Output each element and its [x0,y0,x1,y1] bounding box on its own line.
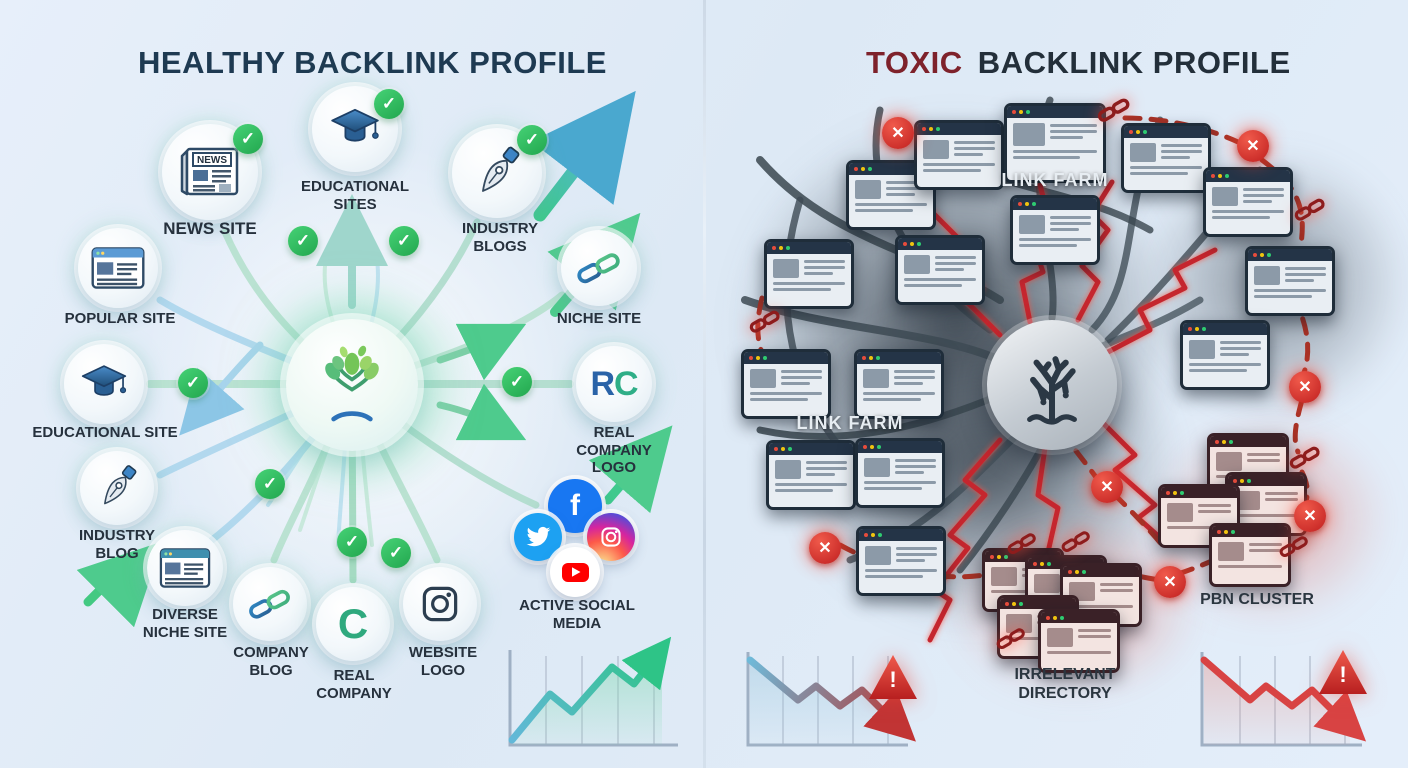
directory-window-icon [1038,609,1120,673]
real-company-label: REAL COMPANY [316,667,392,702]
niche-site-label: NICHE SITE [556,310,642,327]
toxic-title: TOXIC BACKLINK PROFILE [866,45,1291,81]
broken-chain-icon [994,626,1028,656]
healthy-title: HEALTHY BACKLINK PROFILE [138,44,607,80]
instagram-icon [587,513,635,561]
zigzag-growth-arrow [76,541,163,628]
facebook-f: f [570,489,580,522]
real-company-logo-label: REAL COMPANY LOGO [576,424,652,477]
cross-icon: ✕ [1237,130,1269,162]
cross-icon: ✕ [1289,371,1321,403]
panel-divider [703,0,706,768]
warning-triangle-icon: ! [869,655,917,699]
industry-blog-node [80,451,154,525]
pbn-cluster-label: PBN CLUSTER [1200,591,1314,608]
browser-window-icon [895,235,985,305]
niche-site-node [561,230,637,306]
browser-window-icon [1010,195,1100,265]
industry-blog-label: INDUSTRY BLOG [78,527,156,562]
company-c-logo: C [337,600,369,647]
dead-tree-icon [1027,356,1077,425]
youtube-icon [550,547,600,597]
toxic-title-rest: BACKLINK PROFILE [977,44,1291,80]
popular-site-node [78,228,158,308]
twitter-icon [514,513,562,561]
company-blog-node [233,567,307,641]
company-blog-label: COMPANY BLOG [233,644,309,679]
check-icon: ✓ [389,226,419,256]
broken-chain-icon [1059,529,1093,559]
growth-chart [508,636,678,747]
cross-icon: ✕ [1154,566,1186,598]
educational-sites-label: EDUCATIONAL SITES [300,178,410,213]
broken-chain-icon [1005,531,1039,561]
broken-chain-icon [1292,196,1328,228]
check-icon: ✓ [288,226,318,256]
cross-icon: ✕ [1294,500,1326,532]
browser-window-icon [855,438,945,508]
cross-icon: ✕ [1091,471,1123,503]
camera-logo-icon [422,586,458,622]
industry-blogs-label: INDUSTRY BLOGS [461,220,539,255]
diverse-niche-site-label: DIVERSE NICHE SITE [142,606,228,641]
browser-window-icon [766,440,856,510]
irrelevant-directory-label: IRRELEVANT DIRECTORY [1014,666,1116,703]
graduation-cap-icon [81,365,127,396]
pen-nib-icon [104,465,137,505]
toxic-title-word: TOXIC [866,44,963,80]
newspaper-icon: NEWS [180,147,239,196]
educational-site-label: EDUCATIONAL SITE [32,424,178,441]
cross-icon: ✕ [809,532,841,564]
rc-logo-r: R [590,364,615,403]
toxic-site-node [987,320,1117,450]
check-icon: ✓ [502,367,532,397]
check-icon: ✓ [233,124,263,154]
check-icon: ✓ [178,368,208,398]
check-icon: ✓ [517,125,547,155]
chain-link-icon [249,589,290,619]
browser-window-icon [1245,246,1335,316]
website-logo-node [403,567,477,641]
browser-window-icon [1121,123,1211,193]
browser-window-icon [856,526,946,596]
browser-window-icon [764,239,854,309]
check-icon: ✓ [337,527,367,557]
cross-icon: ✕ [882,117,914,149]
browser-window-icon [1180,320,1270,390]
up-trend-line [508,636,672,744]
real-company-node: C [316,587,390,661]
broken-chain-icon [1277,534,1311,564]
browser-window-icon [854,349,944,419]
chain-link-icon [577,253,620,284]
active-social-media-label: ACTIVE SOCIAL MEDIA [519,597,635,632]
link-farm-left-label: LINK FARM [796,413,904,433]
link-farm-top-label: LINK FARM [1001,170,1109,190]
popular-site-label: POPULAR SITE [64,310,176,327]
browser-window-icon [159,548,211,588]
pen-nib-icon [482,146,520,192]
news-masthead: NEWS [197,155,227,166]
website-logo-label: WEBSITE LOGO [408,644,478,679]
rc-logo-c: C [614,364,639,403]
down-trend-line [746,656,916,742]
check-icon: ✓ [255,469,285,499]
broken-chain-icon [1287,444,1323,476]
check-icon: ✓ [381,538,411,568]
growing-tree-icon [325,345,379,423]
broken-chain-icon [1095,96,1133,129]
browser-window-icon [1203,167,1293,237]
real-company-logo-node: RC [576,346,652,422]
rc-logo: RC [590,364,639,404]
down-trend-line [1200,656,1367,742]
broken-chain-icon [747,308,783,340]
check-icon: ✓ [374,89,404,119]
browser-window-icon [741,349,831,419]
pbn-window-icon [1209,523,1291,587]
warning-triangle-icon: ! [1319,650,1367,694]
educational-site-node [64,344,144,424]
news-site-label: NEWS SITE [163,219,257,238]
browser-window-icon [91,247,145,289]
healthy-site-node [286,319,418,451]
